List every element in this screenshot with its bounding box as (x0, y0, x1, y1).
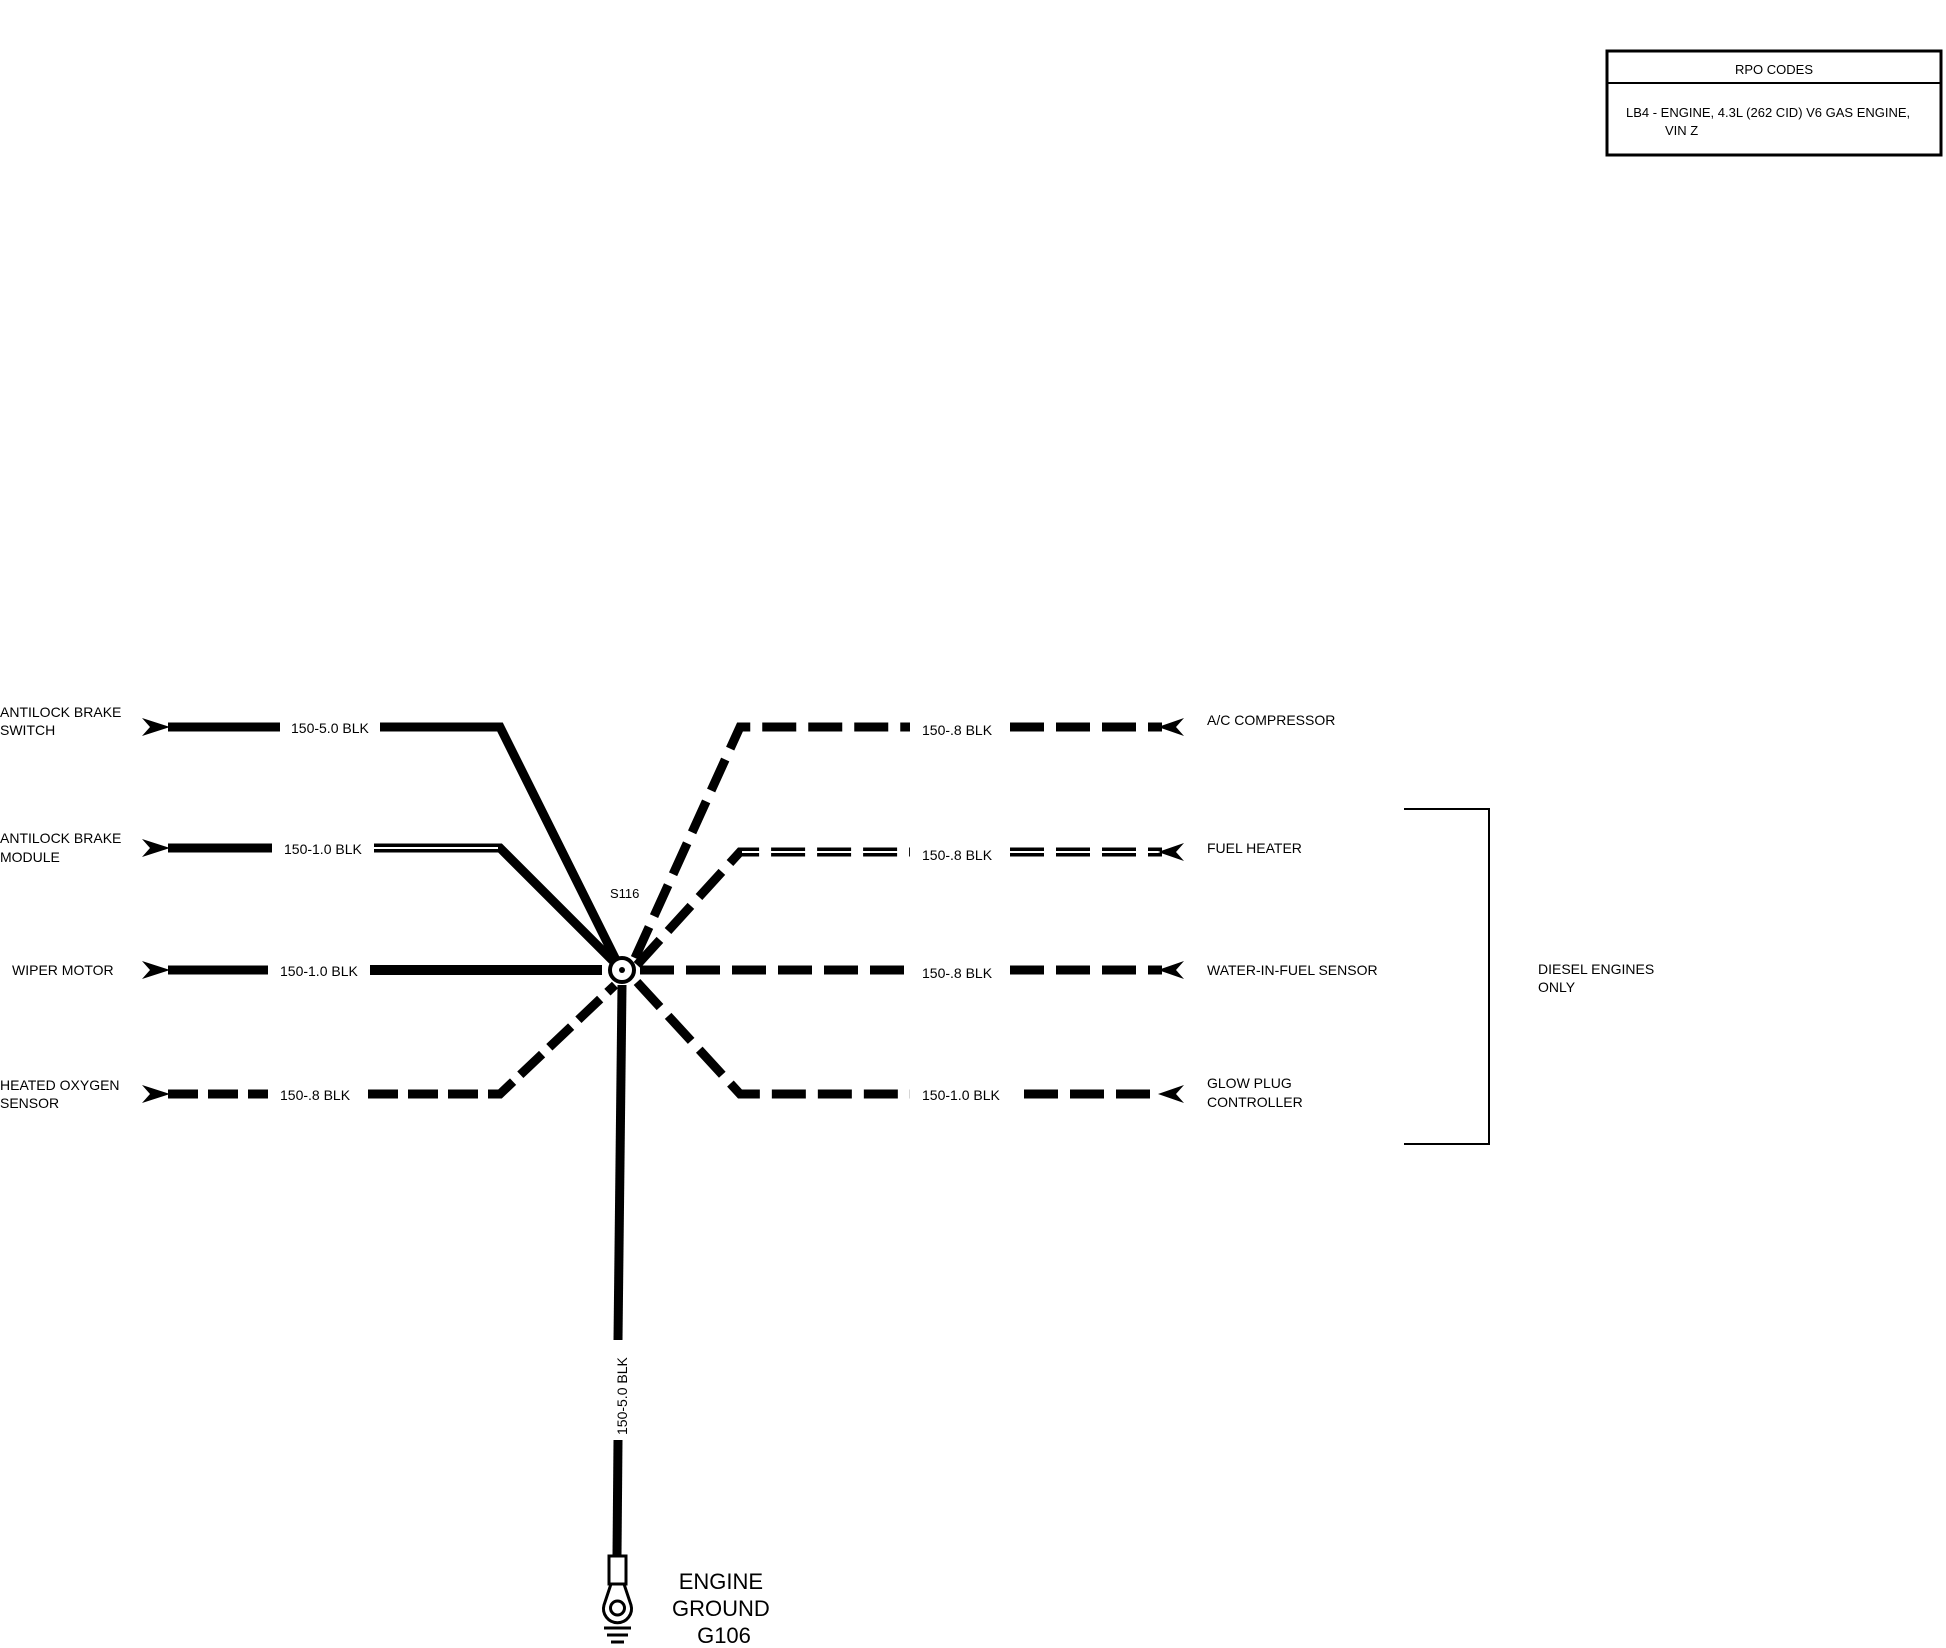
wire-fuel-heater (633, 847, 910, 969)
left-connectors (142, 718, 170, 1103)
wire-label-right-3: 150-.8 BLK (922, 965, 993, 981)
wire-label-right-1: 150-.8 BLK (922, 722, 993, 738)
component-antilock-brake-module: ANTILOCK BRAKE MODULE (0, 830, 125, 865)
component-glow-plug-controller: GLOW PLUG CONTROLLER (1207, 1075, 1303, 1110)
wire-glow-plug-controller (633, 978, 910, 1099)
ground-eyelet-icon (602, 1554, 633, 1644)
left-wires (168, 722, 625, 1099)
connector-right-2 (1158, 843, 1184, 861)
connector-left-4 (142, 1085, 170, 1103)
wire-label-left-4: 150-.8 BLK (280, 1087, 351, 1103)
right-component-labels: A/C COMPRESSOR FUEL HEATER WATER-IN-FUEL… (1207, 712, 1378, 1110)
right-wire-labels: 150-.8 BLK 150-.8 BLK 150-.8 BLK 150-1.0… (922, 722, 1000, 1103)
connector-right-3 (1158, 961, 1184, 979)
wire-heated-oxygen-sensor-2 (368, 981, 619, 1099)
connector-left-2 (142, 839, 170, 857)
connector-left-3 (142, 961, 170, 979)
ground-wire (612, 984, 627, 1556)
wire-antilock-brake-module-2 (374, 843, 624, 972)
splice-label: S116 (610, 886, 639, 901)
connector-left-1 (142, 718, 170, 736)
wire-highlights (374, 847, 1160, 853)
right-wires (630, 722, 1162, 1099)
wire-label-right-4: 150-1.0 BLK (922, 1087, 1000, 1103)
wire-antilock-brake-switch-2 (380, 722, 625, 971)
wire-label-left-1: 150-5.0 BLK (291, 720, 369, 736)
wire-label-left-3: 150-1.0 BLK (280, 963, 358, 979)
rpo-codes-box: RPO CODES LB4 - ENGINE, 4.3L (262 CID) V… (1605, 49, 1943, 157)
left-wire-labels: 150-5.0 BLK 150-1.0 BLK 150-1.0 BLK 150-… (280, 720, 369, 1103)
splice-s116: S116 (608, 886, 639, 984)
engine-ground-label: ENGINE GROUND G106 (672, 1569, 776, 1648)
diesel-engines-note: DIESEL ENGINES ONLY (1538, 961, 1658, 995)
wire-label-right-2: 150-.8 BLK (922, 847, 993, 863)
right-connectors (1158, 718, 1184, 1103)
connector-right-4 (1158, 1085, 1184, 1103)
diesel-bracket (1404, 808, 1490, 1145)
component-water-in-fuel-sensor: WATER-IN-FUEL SENSOR (1207, 962, 1378, 978)
component-heated-oxygen-sensor: HEATED OXYGEN SENSOR (0, 1077, 123, 1111)
rpo-code-line-1: LB4 - ENGINE, 4.3L (262 CID) V6 GAS ENGI… (1626, 105, 1910, 120)
connector-right-1 (1158, 718, 1184, 736)
ground-wire-label: 150-5.0 BLK (614, 1357, 630, 1435)
wire-ac-compressor (630, 722, 910, 960)
rpo-codes-header: RPO CODES (1735, 62, 1813, 77)
component-ac-compressor: A/C COMPRESSOR (1207, 712, 1335, 728)
rpo-code-line-2: VIN Z (1665, 123, 1698, 138)
wire-label-left-2: 150-1.0 BLK (284, 841, 362, 857)
component-wiper-motor: WIPER MOTOR (12, 962, 114, 978)
component-antilock-brake-switch: ANTILOCK BRAKE SWITCH (0, 704, 125, 738)
left-component-labels: ANTILOCK BRAKE SWITCH ANTILOCK BRAKE MOD… (0, 704, 125, 1111)
component-fuel-heater: FUEL HEATER (1207, 840, 1302, 856)
